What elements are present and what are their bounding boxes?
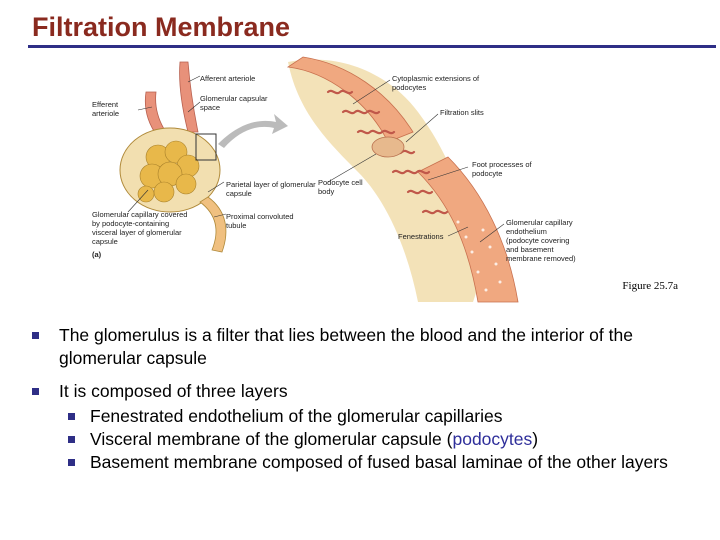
bullet-marker [32, 332, 39, 339]
podocytes-highlight: podocytes [452, 429, 533, 449]
sub-bullet-item: Basement membrane composed of fused basa… [32, 451, 702, 474]
label-cytoplasmic-extensions: Cytoplasmic extensions of podocytes [392, 74, 480, 92]
figure-illustration [119, 56, 519, 303]
label-foot-processes: Foot processes of podocyte [472, 160, 532, 178]
bullet-text: The glomerulus is a filter that lies bet… [59, 325, 633, 368]
label-capsular-space: Glomerular capsular space [200, 94, 268, 112]
sub-bullet-marker [68, 436, 75, 443]
label-podocyte-cell-body: Podocyte cell body [318, 178, 363, 196]
sub-bullet-item: Visceral membrane of the glomerular caps… [32, 428, 702, 451]
fenestration-dots [456, 220, 502, 292]
zoom-arrow [218, 114, 288, 148]
figure-caption: Figure 25.7a [622, 280, 678, 292]
bullet-item: It is composed of three layers [32, 380, 702, 403]
bullet-item: The glomerulus is a filter that lies bet… [32, 324, 702, 370]
label-afferent-arteriole: Afferent arteriole [200, 74, 256, 83]
bullet-marker [32, 388, 39, 395]
panel-letter: (a) [92, 250, 102, 259]
capillary-enlarged [286, 56, 519, 303]
label-capillary-podocyte: Glomerular capillary covered by podocyte… [92, 210, 188, 246]
sub-bullet-marker [68, 413, 75, 420]
capsule-background [288, 59, 483, 302]
label-efferent-arteriole: Efferent arteriole [92, 100, 120, 118]
label-proximal-tubule: Proximal convoluted tubule [226, 212, 294, 230]
sub-bullet-marker [68, 459, 75, 466]
sub-bullet-text-post: ) [532, 429, 539, 449]
proximal-tubule [199, 196, 227, 253]
zoom-box [195, 133, 217, 161]
slide-title: Filtration Membrane [32, 12, 291, 42]
label-filtration-slits: Filtration slits [440, 108, 484, 117]
sub-bullet-text: Basement membrane composed of fused basa… [90, 452, 668, 472]
label-parietal-layer: Parietal layer of glomerular capsule [226, 180, 316, 198]
figure-filtration-membrane: Afferent arteriole Efferent arteriole Gl… [88, 52, 688, 304]
capillary-upper [286, 56, 414, 143]
podocyte-cell-body [371, 136, 405, 158]
glomerulus-overview [119, 61, 288, 253]
bullet-text: It is composed of three layers [59, 381, 288, 401]
sub-bullet-text-pre: Visceral membrane of the glomerular caps… [90, 429, 453, 449]
title-underline [28, 45, 716, 48]
label-capillary-endothelium: Glomerular capillary endothelium (podocy… [506, 218, 576, 263]
sub-bullet-item: Fenestrated endothelium of the glomerula… [32, 405, 702, 428]
label-fenestrations: Fenestrations [398, 232, 444, 241]
sub-bullet-text: Fenestrated endothelium of the glomerula… [90, 406, 503, 426]
afferent-arteriole [179, 61, 199, 133]
bullet-list: The glomerulus is a filter that lies bet… [32, 324, 702, 474]
glomerular-tuft [137, 140, 200, 203]
capillary-tube [417, 156, 519, 303]
